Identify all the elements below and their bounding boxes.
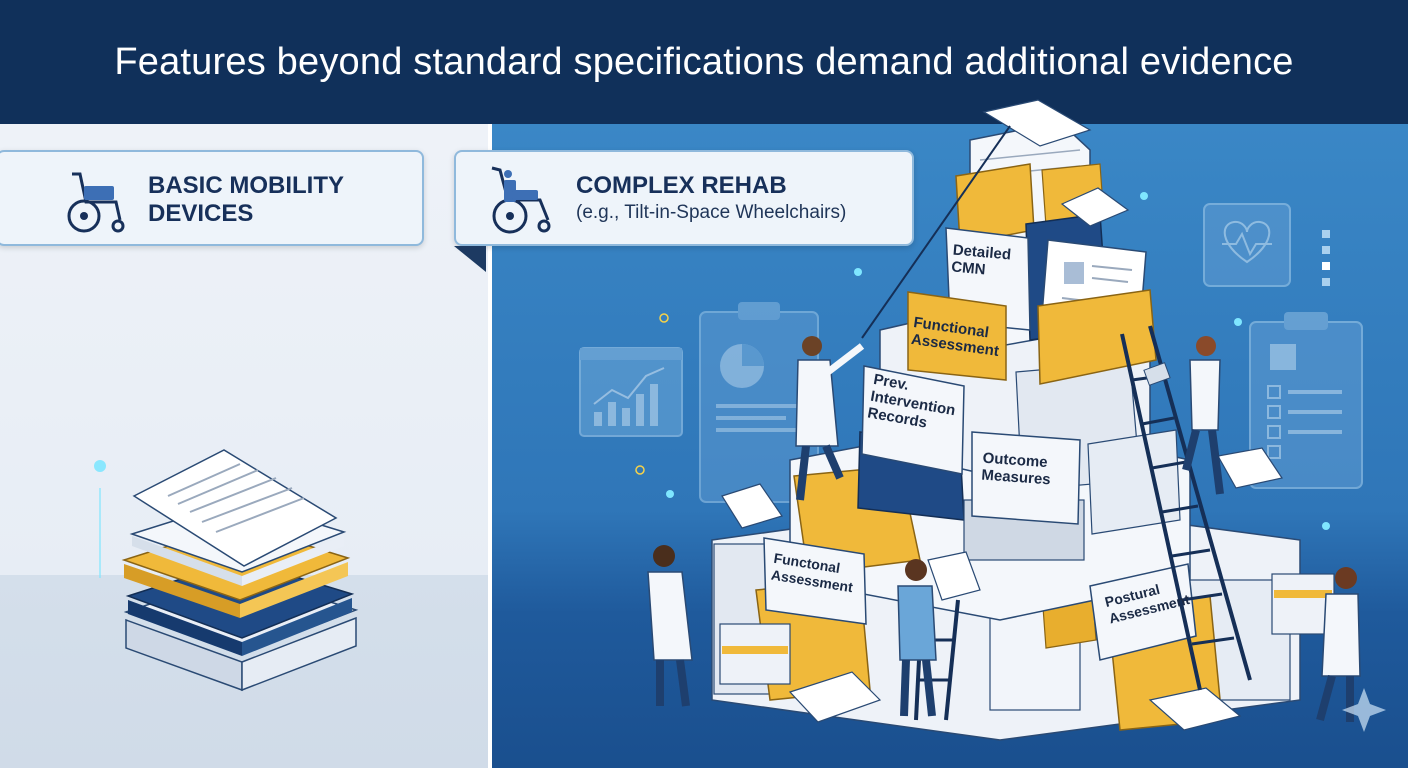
clinician-on-ladder — [1143, 336, 1224, 495]
small-document-stack — [121, 449, 359, 692]
checklist-clipboard-icon — [1249, 312, 1363, 489]
heartbeat-icon — [1203, 203, 1291, 287]
label-outcome-measures: Outcome Measures — [981, 450, 1052, 489]
page-title: Features beyond standard specifications … — [114, 40, 1294, 83]
header-banner: Features beyond standard specifications … — [0, 0, 1408, 124]
bar-chart-window-icon — [579, 347, 683, 437]
label-detailed-cmn: Detailed CMN — [951, 242, 1012, 281]
large-document-pile — [711, 99, 1335, 741]
wheelchair-icon — [67, 172, 125, 233]
climbing-rope — [861, 125, 1011, 339]
basic-mobility-card: BASIC MOBILITY DEVICES — [0, 150, 424, 246]
tilt-wheelchair-icon — [491, 166, 551, 234]
card-pointer — [454, 246, 486, 272]
ladder-right — [1120, 325, 1252, 691]
clinician-carrying-stack — [1316, 567, 1361, 722]
glow-dots — [94, 192, 1330, 578]
clinician-thinking — [647, 545, 693, 707]
basic-title-line2: DEVICES — [148, 200, 254, 227]
clinician-climbing-left — [795, 336, 865, 501]
sparkle-icon — [1342, 688, 1386, 732]
complex-subtitle: (e.g., Tilt-in-Space Wheelchairs) — [576, 202, 847, 223]
basic-title-line1: BASIC MOBILITY — [148, 172, 344, 199]
complex-title: COMPLEX REHAB — [576, 172, 787, 199]
complex-rehab-card: COMPLEX REHAB (e.g., Tilt-in-Space Wheel… — [454, 150, 914, 246]
panel-divider — [488, 124, 492, 768]
clinician-reading — [897, 551, 981, 717]
